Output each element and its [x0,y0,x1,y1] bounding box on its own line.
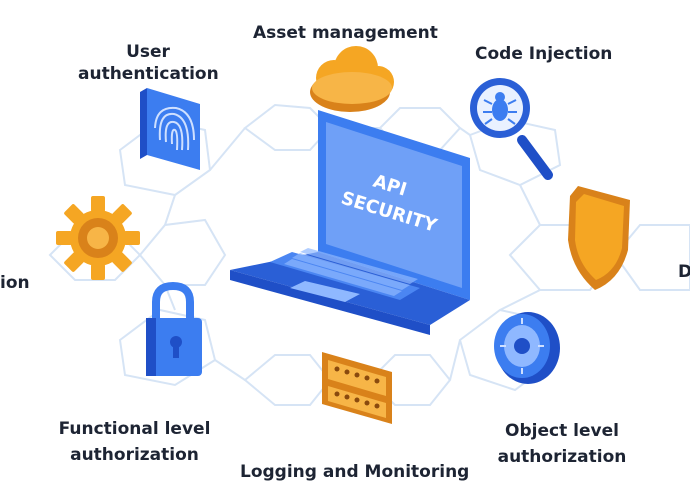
cloud-icon [310,46,394,112]
label-object-level-authorization: Object level authorization [492,420,632,468]
laptop-icon [230,110,470,335]
padlock-icon [146,281,202,376]
magnifier-bug-icon [470,78,553,180]
label-object-line1: Object level [505,421,619,441]
fingerprint-icon [140,88,200,170]
label-code-injection: Code Injection [475,44,613,64]
label-object-line2: authorization [497,447,627,467]
label-functional-line1: Functional level [58,419,211,439]
label-functional-line2: authorization [70,445,199,465]
password-field-icon [322,352,392,424]
label-user-authentication-line1: User [126,42,170,62]
gear-icon [56,196,140,280]
combination-lock-icon [494,312,560,384]
label-logging-and-monitoring: Logging and Monitoring [240,462,470,482]
label-functional-level-authorization: Functional level authorization [52,418,217,466]
shield-icon [568,186,630,290]
label-user-authentication-line2: authentication [78,64,219,84]
label-right-partial: D [678,262,690,282]
label-left-partial: ion [0,273,30,293]
label-user-authentication: User authentication [78,41,219,85]
label-asset-management: Asset management [253,23,438,43]
